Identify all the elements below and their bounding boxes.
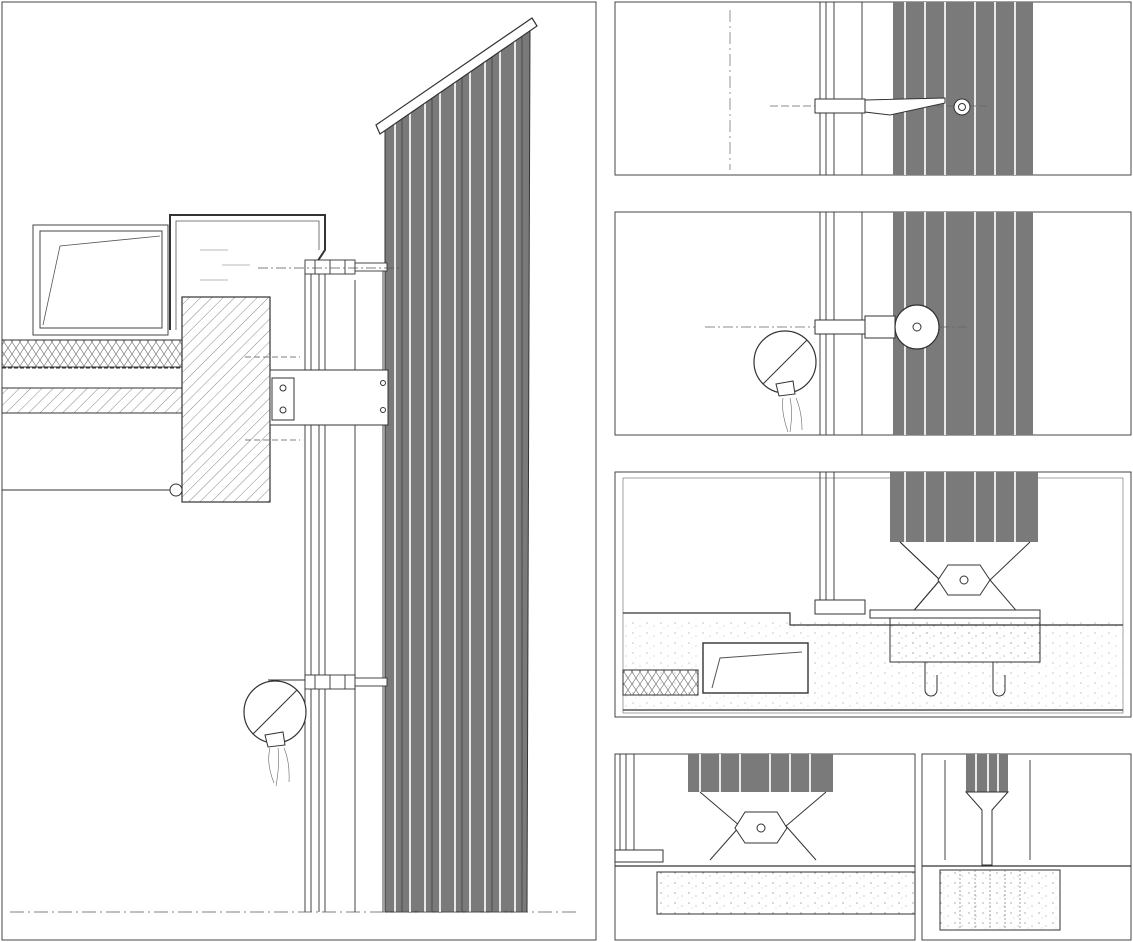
- bolt-icon: [380, 380, 386, 386]
- detail-3-insulation: [622, 669, 699, 696]
- hinge-icon: [169, 483, 183, 497]
- detail-2-round-inner: [912, 322, 922, 332]
- detail-1-frame: [614, 1, 1132, 176]
- detail-2-gutter-diag: [762, 339, 808, 385]
- detail-2-drips: [782, 397, 803, 433]
- detail-3-ground: [623, 620, 1123, 710]
- detail-3-ribs: [904, 472, 1016, 542]
- bracket-plate: [271, 377, 295, 421]
- detail-3-hex-plate: [937, 564, 991, 596]
- pipe-outlet: [264, 731, 286, 748]
- detail-1-pin-inner: [958, 103, 966, 111]
- detail-5-ribs: [975, 754, 999, 792]
- detail-3-inner-frame: [622, 477, 1124, 714]
- slab-edge-beam: [181, 296, 271, 503]
- upper-connector: [304, 259, 388, 275]
- detail-4-connector: [614, 849, 664, 863]
- detail-5-footing: [939, 869, 1061, 931]
- detail-3-connector: [814, 599, 866, 615]
- bolt-icon: [279, 406, 287, 414]
- detail-2-connector: [814, 319, 866, 335]
- detail-3-drain-box: [702, 642, 809, 694]
- detail-3-panel: [614, 471, 1132, 718]
- bolt-icon: [380, 407, 386, 413]
- detail-1-arm: [864, 97, 946, 116]
- top-flashing: [375, 17, 538, 135]
- detail-4-bolt-icon: [756, 823, 766, 833]
- slab-insulation: [1, 339, 183, 368]
- lower-connector: [268, 674, 388, 690]
- detail-1-panel: [614, 1, 1132, 176]
- cladding-ribs-dark: [401, 33, 523, 912]
- detail-1-mullions: [819, 2, 863, 175]
- parapet-flashing: [169, 214, 326, 330]
- detail-4-panel: [614, 753, 916, 941]
- detail-1-connector: [814, 98, 866, 114]
- detail-5-rebars: [959, 870, 1021, 930]
- bolt-icon: [279, 384, 287, 392]
- detail-4-ribs: [699, 754, 811, 792]
- pipe-diagonal: [252, 689, 298, 735]
- detail-5-post: [964, 791, 1010, 866]
- detail-4-mullions: [619, 754, 635, 850]
- detail-4-hex-plate: [734, 811, 788, 844]
- detail-1-ribs: [904, 2, 1016, 175]
- window-sash: [39, 230, 163, 329]
- detail-3-slab-top: [623, 612, 1123, 626]
- detail-4-footing: [656, 871, 916, 915]
- detail-2-panel: [614, 211, 1132, 436]
- slab-hatched-band: [1, 387, 183, 414]
- detail-2-outlet: [775, 380, 796, 397]
- detail-3-mullions: [819, 472, 835, 600]
- detail-2-plate: [864, 315, 896, 339]
- detail-5-panel: [921, 753, 1132, 941]
- cladding-ribs: [394, 38, 516, 912]
- detail-3-bolt-icon: [959, 575, 969, 585]
- detail-4-cladding: [688, 754, 833, 792]
- window-glass-line: [42, 235, 161, 326]
- water-drip-lines: [268, 747, 290, 787]
- main-section-panel: [1, 1, 597, 941]
- detail-3-cladding: [890, 472, 1038, 542]
- detail-3-drain-line: [711, 651, 803, 689]
- detail-1-cladding: [893, 2, 1033, 175]
- cladding-panel: [384, 27, 531, 913]
- air-arrows: [200, 249, 250, 281]
- detail-3-base-plate: [869, 609, 1041, 619]
- parapet-inner: [175, 220, 320, 330]
